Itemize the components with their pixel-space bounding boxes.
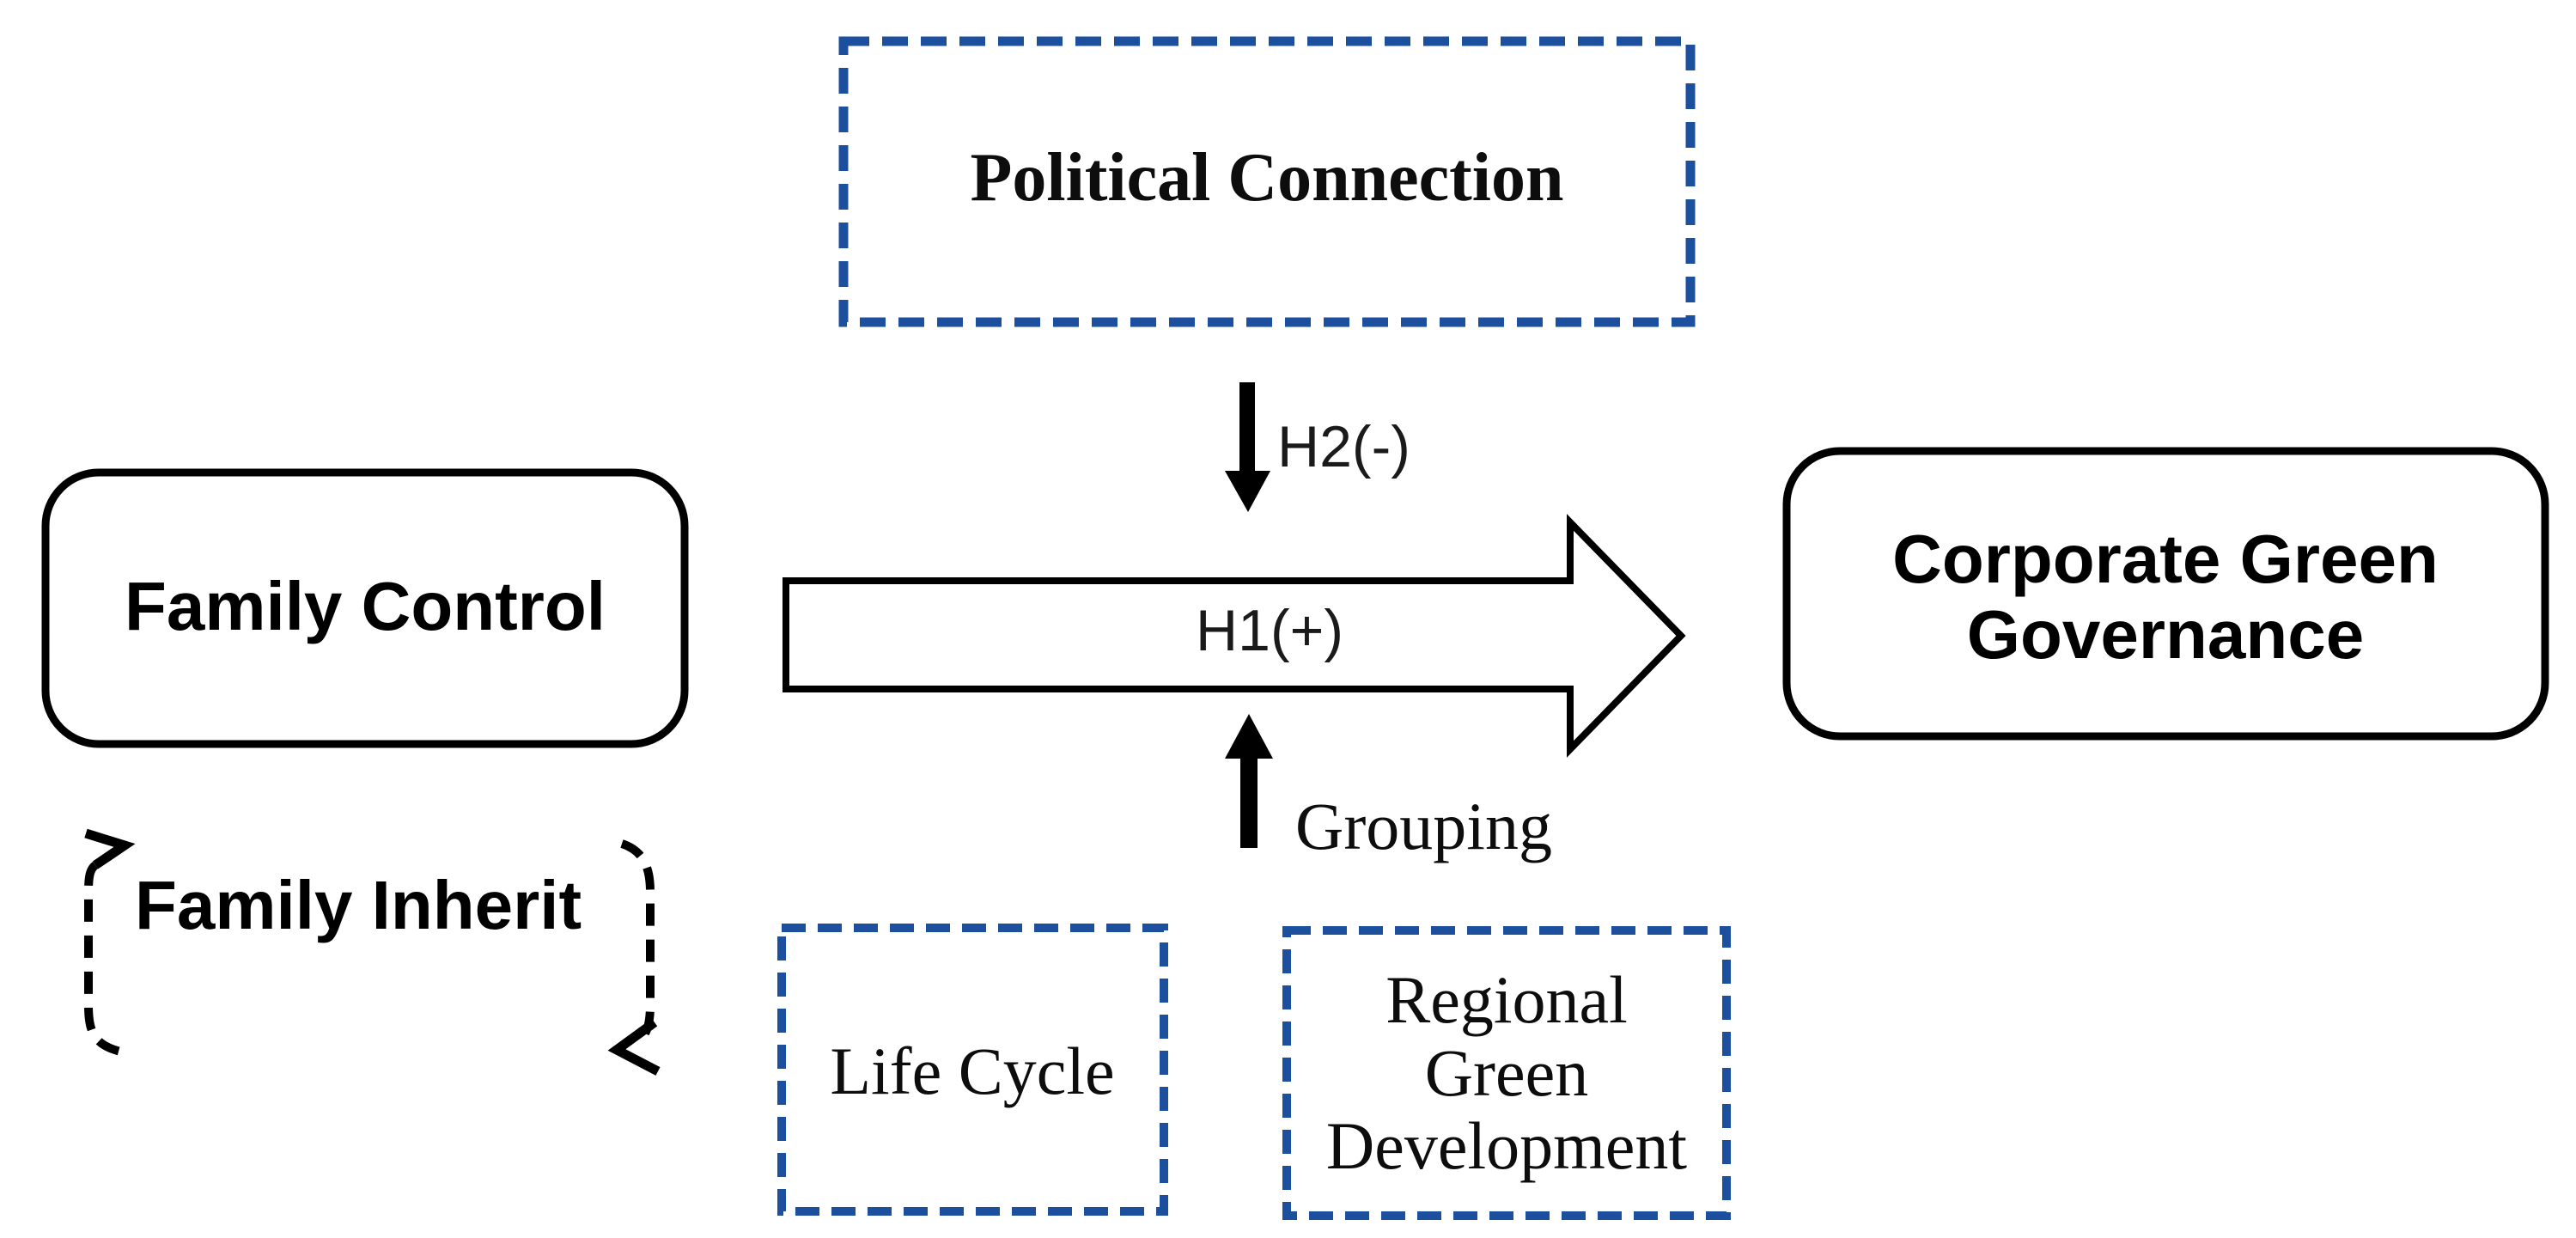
family-control-box bbox=[41, 468, 689, 748]
life-cycle-box bbox=[777, 924, 1168, 1216]
life-cycle-label: Life Cycle bbox=[830, 1034, 1114, 1108]
regional-green-development-label-line3: Development bbox=[1326, 1108, 1688, 1183]
political-connection-box bbox=[838, 36, 1696, 327]
h2-down-arrow-stem bbox=[1239, 382, 1255, 473]
h1-main-arrow bbox=[783, 514, 1686, 758]
h2-down-arrow bbox=[1225, 382, 1270, 512]
family-inherit-left-brace bbox=[84, 828, 136, 1058]
h2-label: H2(-) bbox=[1277, 414, 1410, 479]
h2-down-arrow-head bbox=[1225, 471, 1270, 512]
grouping-up-arrow-head bbox=[1225, 714, 1273, 759]
grouping-up-arrow-stem bbox=[1240, 754, 1258, 848]
right-brace-dashed-arc bbox=[620, 839, 655, 1047]
left-brace-dashed-arc bbox=[84, 862, 130, 1058]
left-brace-arrowhead bbox=[84, 828, 136, 869]
right-brace-arrowhead bbox=[607, 1018, 661, 1076]
regional-green-development-label-line1: Regional bbox=[1385, 962, 1628, 1037]
corporate-green-governance-label-line2: Governance bbox=[1967, 596, 2364, 673]
grouping-label: Grouping bbox=[1295, 789, 1552, 863]
political-connection-label: Political Connection bbox=[970, 140, 1563, 216]
corporate-green-governance-label-line1: Corporate Green bbox=[1892, 521, 2439, 597]
regional-green-development-box bbox=[1282, 926, 1731, 1220]
family-inherit-right-brace bbox=[607, 839, 661, 1076]
regional-green-development-label-line2: Green bbox=[1425, 1035, 1589, 1110]
h1-label: H1(+) bbox=[1196, 598, 1343, 663]
grouping-up-arrow bbox=[1225, 714, 1273, 848]
corporate-green-governance-box bbox=[1782, 447, 2549, 741]
family-control-label: Family Control bbox=[125, 568, 606, 644]
family-inherit-label: Family Inherit bbox=[135, 867, 582, 943]
